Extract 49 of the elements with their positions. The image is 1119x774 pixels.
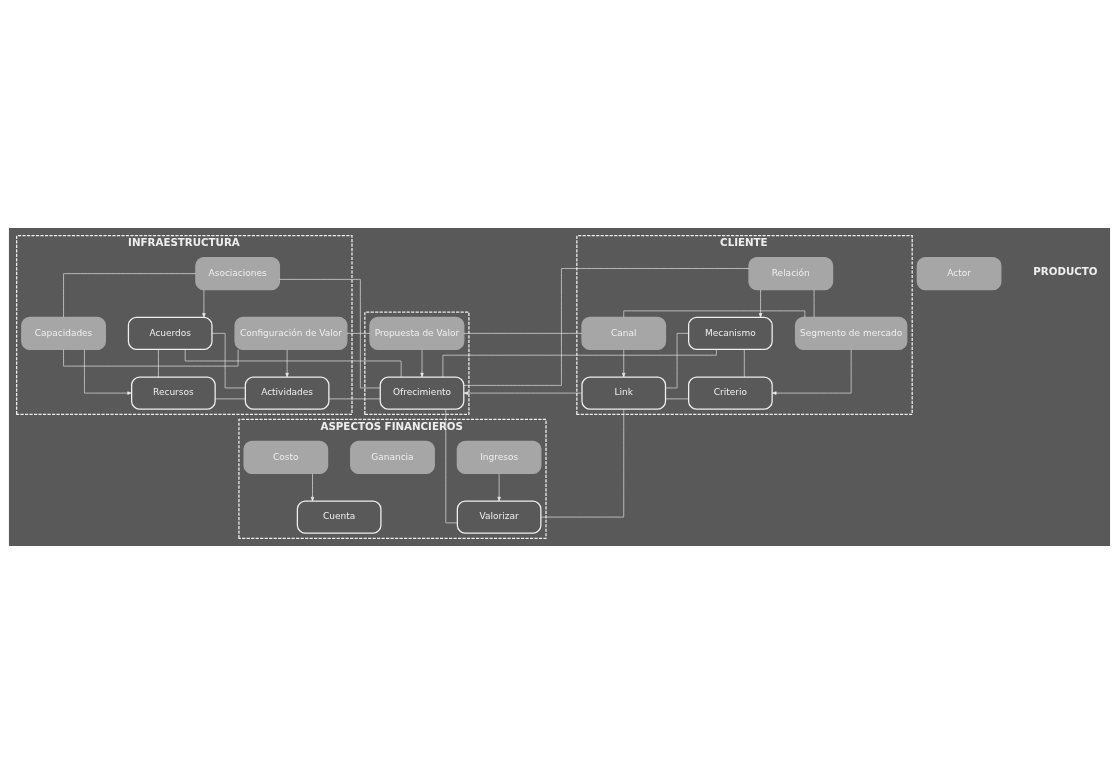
label: PRODUCTO [1033, 265, 1098, 278]
node-box: Ganancia [350, 440, 435, 475]
connector [346, 333, 371, 334]
connector [214, 398, 246, 400]
connector [463, 268, 750, 386]
connector [158, 349, 159, 378]
connector [463, 333, 583, 334]
node-box: Capacidades [21, 316, 106, 351]
node-box: Asociaciones [195, 256, 281, 291]
node-box: Ofrecimiento [379, 376, 465, 410]
node-box: Actor [916, 256, 1002, 291]
connector [813, 289, 815, 318]
connector [328, 398, 381, 400]
connector [63, 349, 239, 367]
node-box: Costo [243, 440, 329, 475]
node-box: Cuenta [296, 500, 382, 534]
connector [540, 409, 625, 518]
arrow [285, 349, 289, 378]
node-box: Link [581, 376, 667, 410]
connector [442, 349, 717, 378]
connector [279, 279, 381, 389]
node-box: Segmento de mercado [794, 316, 908, 351]
connector [665, 398, 689, 400]
arrow [420, 349, 424, 378]
node-box: Mecanismo [688, 316, 773, 351]
node-box: Acuerdos [127, 316, 213, 351]
connector [665, 333, 689, 389]
node-box: Propuesta de Valor [369, 316, 465, 351]
connector [744, 349, 745, 378]
arrow [497, 473, 501, 502]
node-box: Relación [748, 256, 834, 291]
node-box: Criterio [688, 376, 773, 410]
arrow [463, 391, 583, 395]
arrow [771, 349, 852, 395]
arrow [758, 289, 763, 318]
connector [623, 310, 806, 318]
node-box: Actividades [244, 376, 330, 410]
connector [184, 349, 402, 378]
node-box: Ingresos [456, 440, 542, 475]
node-box: Recursos [131, 376, 216, 410]
node-box: Configuración de Valor [234, 316, 348, 351]
node-box: Valorizar [456, 500, 542, 534]
arrow [622, 349, 626, 378]
arrow [310, 473, 315, 502]
connector [211, 333, 246, 389]
connector [63, 273, 197, 318]
arrow [84, 349, 132, 395]
node-box: Canal [581, 316, 667, 351]
arrow [202, 289, 206, 318]
